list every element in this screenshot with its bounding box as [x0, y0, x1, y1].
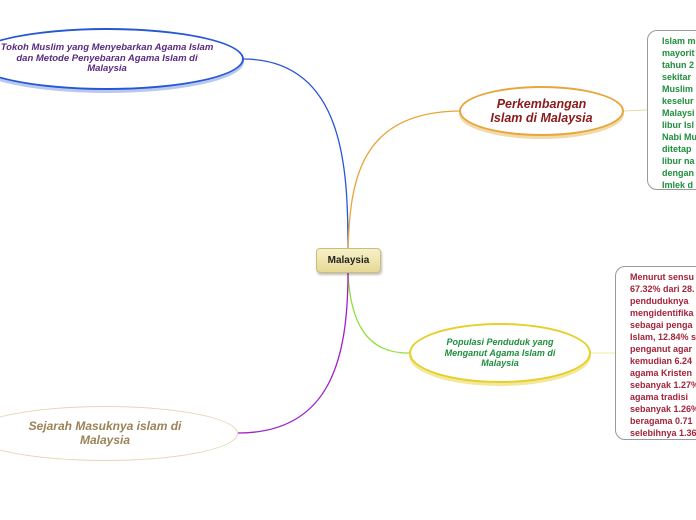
note-populasi[interactable]: Menurut sensu 67.32% dari 28. pendudukny…	[615, 266, 696, 440]
note-line: libur Isl	[662, 120, 695, 130]
topic-tokoh-label: Tokoh Muslim yang Menyebarkan Agama Isla…	[0, 41, 214, 75]
topic-populasi-label: Populasi Penduduk yang Menganut Agama Is…	[444, 337, 556, 369]
branch-line-sejarah	[237, 271, 349, 434]
note-line: keselur	[662, 96, 694, 106]
note-line: Muslim	[662, 84, 694, 94]
note-line: kemudian 6.24	[630, 356, 693, 366]
topic-perkembangan-label: Perkembangan Islam di Malaysia	[490, 96, 593, 125]
note-line: agama Kristen	[630, 368, 693, 378]
topic-sejarah-masuknya-islam[interactable]: Sejarah Masuknya islam di Malaysia	[0, 406, 238, 461]
note-line: selebihnya 1.36	[630, 428, 696, 438]
note-line: sebanyak 1.27%	[630, 380, 696, 390]
note-line: tahun 2	[662, 60, 695, 70]
note-line: Malaysi	[662, 108, 695, 118]
note-line: sebanyak 1.26%	[630, 404, 696, 414]
central-topic-label: Malaysia	[327, 255, 370, 266]
note-line: Islam, 12.84% s	[630, 332, 696, 342]
note-line: Imlek d	[662, 180, 694, 190]
note-line: mayorit	[662, 48, 695, 58]
branch-line-populasi	[347, 271, 411, 354]
topic-sejarah-label: Sejarah Masuknya islam di Malaysia	[28, 418, 182, 447]
note-line: beragama 0.71	[630, 416, 693, 426]
note-line: Menurut sensu	[630, 272, 695, 282]
note-line: penganut agar	[630, 344, 693, 354]
note-line: Nabi Mu	[662, 132, 696, 142]
note-line: mengidentifika	[630, 308, 694, 318]
note-link-perkembangan	[623, 109, 649, 112]
note-line: ditetap	[662, 144, 692, 154]
note-line: Islam m	[662, 36, 696, 46]
note-perkembangan[interactable]: Islam m mayorit tahun 2 sekitar Muslim k…	[647, 30, 696, 190]
note-line: dengan	[662, 168, 695, 178]
note-line: agama tradisi	[630, 392, 689, 402]
note-line: 67.32% dari 28.	[630, 284, 695, 294]
central-topic-malaysia[interactable]: Malaysia	[316, 248, 381, 273]
note-line: penduduknya	[630, 296, 689, 306]
branch-line-tokoh	[243, 58, 349, 251]
topic-perkembangan-islam[interactable]: Perkembangan Islam di Malaysia	[459, 86, 624, 136]
topic-tokoh-muslim[interactable]: Tokoh Muslim yang Menyebarkan Agama Isla…	[0, 28, 244, 90]
note-line: libur na	[662, 156, 695, 166]
branch-line-perkembangan	[347, 110, 461, 251]
note-line: sebagai penga	[630, 320, 693, 330]
topic-populasi-penduduk[interactable]: Populasi Penduduk yang Menganut Agama Is…	[409, 323, 591, 383]
note-line: sekitar	[662, 72, 692, 82]
